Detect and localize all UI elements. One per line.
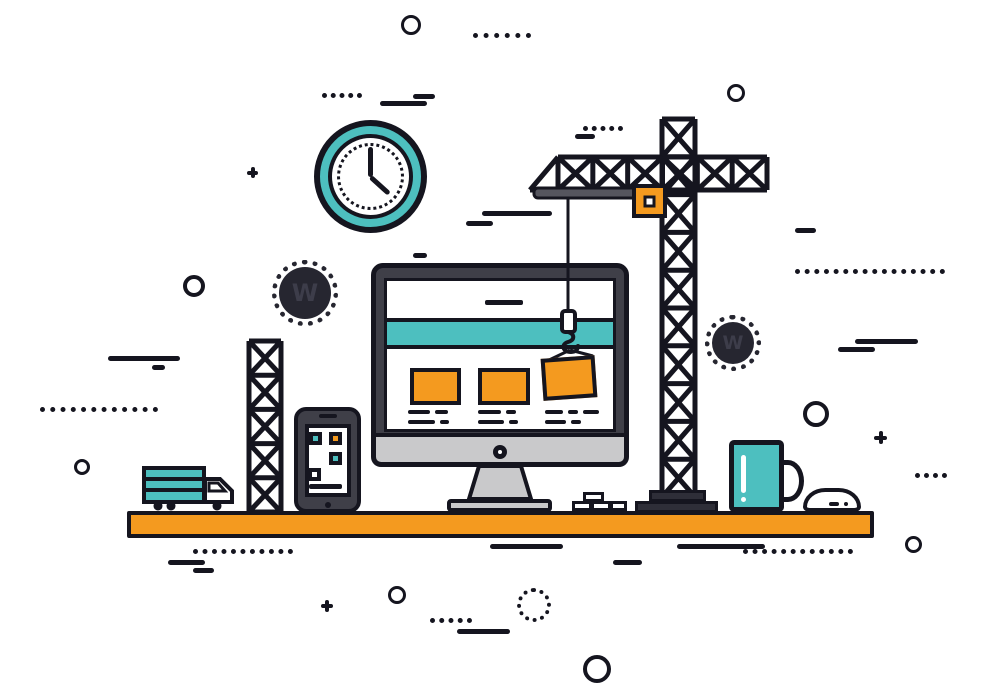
mug-handle — [782, 460, 804, 502]
gear-icon-right: W — [705, 315, 761, 371]
coffee-mug — [729, 440, 784, 512]
crane-trolley — [632, 184, 667, 218]
ring-dot — [727, 84, 745, 102]
dash-line — [466, 221, 493, 226]
dash-line — [168, 560, 205, 565]
crane-trolley-rail — [532, 186, 652, 200]
toy-brick — [610, 501, 627, 511]
lattice-tower — [246, 338, 284, 515]
app-icon — [329, 432, 342, 445]
truck-wheel — [212, 501, 222, 511]
wireframe-text-row — [478, 420, 518, 424]
dash-line — [677, 544, 765, 549]
mouse-dash — [829, 502, 839, 506]
dotted-circle — [517, 588, 551, 622]
crane-jib — [528, 154, 770, 193]
dash-line — [613, 560, 642, 565]
monitor-chin — [371, 437, 629, 467]
gear-icon-left: W — [272, 260, 338, 326]
ring-dot — [183, 275, 205, 297]
wireframe-text-row — [545, 420, 581, 424]
phone-home-button — [325, 502, 331, 508]
mug-shine-dot — [741, 497, 746, 502]
ring-dot — [905, 536, 922, 553]
wireframe-title-placeholder — [485, 300, 523, 305]
dotted-line — [583, 126, 623, 131]
dash-line — [482, 211, 552, 216]
dash-line — [413, 253, 427, 258]
ring-dot — [388, 586, 406, 604]
crane-base — [635, 501, 718, 513]
plus-mark — [874, 431, 887, 444]
dotted-line — [743, 549, 853, 554]
truck-stripe — [146, 477, 202, 481]
wireframe-text-row — [408, 410, 448, 414]
dotted-line — [430, 618, 472, 623]
plus-mark — [321, 600, 333, 612]
dash-line — [795, 228, 816, 233]
phone-speaker — [319, 414, 337, 418]
monitor-stand-base — [447, 499, 552, 512]
wireframe-text-row — [408, 420, 449, 424]
ring-dot — [74, 459, 90, 475]
dotted-line — [795, 269, 945, 274]
ring-dot — [401, 15, 421, 35]
phone-text-bar — [309, 484, 342, 489]
monitor-screen — [384, 278, 616, 432]
monitor-camera-dot — [493, 445, 507, 459]
wireframe-card — [410, 368, 461, 405]
ring-dot — [583, 655, 611, 683]
hanging-content-block — [540, 355, 598, 401]
toy-brick — [572, 501, 592, 511]
dash-line — [838, 347, 875, 352]
dash-line — [413, 94, 435, 99]
wireframe-navbar — [387, 318, 613, 349]
mug-shine — [741, 455, 746, 493]
dash-line — [490, 544, 563, 549]
truck-stripe — [146, 488, 202, 492]
dash-line — [457, 629, 510, 634]
clock-face — [328, 134, 413, 219]
dash-line — [152, 365, 165, 370]
clock-minute-hand — [368, 146, 373, 177]
dotted-line — [193, 549, 293, 554]
wall-clock — [314, 120, 427, 233]
dotted-line — [473, 33, 531, 38]
truck-window — [207, 481, 229, 493]
dotted-line — [322, 93, 362, 98]
gear-glyph: W — [291, 279, 319, 307]
dash-line — [855, 339, 918, 344]
wireframe-text-row — [545, 410, 599, 414]
dotted-line — [915, 473, 947, 478]
computer-mouse — [803, 488, 861, 512]
gear-glyph: W — [722, 332, 744, 354]
dash-line — [380, 101, 427, 106]
app-icon — [308, 468, 321, 481]
work-platform — [127, 511, 874, 538]
dotted-line — [40, 407, 158, 412]
wireframe-text-row — [478, 410, 516, 414]
crane-mast — [659, 116, 698, 500]
crane-trolley-window — [643, 195, 656, 208]
toy-brick — [591, 501, 611, 511]
wireframe-card — [478, 368, 530, 405]
monitor-stand-neck — [466, 464, 534, 501]
truck-cab — [203, 477, 234, 504]
dash-line — [575, 134, 595, 139]
dash-line — [193, 568, 214, 573]
delivery-truck-box — [142, 466, 206, 504]
plus-mark — [247, 167, 258, 178]
app-icon — [329, 452, 342, 465]
mouse-dot — [844, 502, 848, 506]
dash-line — [108, 356, 180, 361]
ring-dot — [803, 401, 829, 427]
app-icon — [309, 432, 322, 445]
clock-minute-marks — [337, 143, 404, 210]
toy-brick — [583, 492, 604, 502]
